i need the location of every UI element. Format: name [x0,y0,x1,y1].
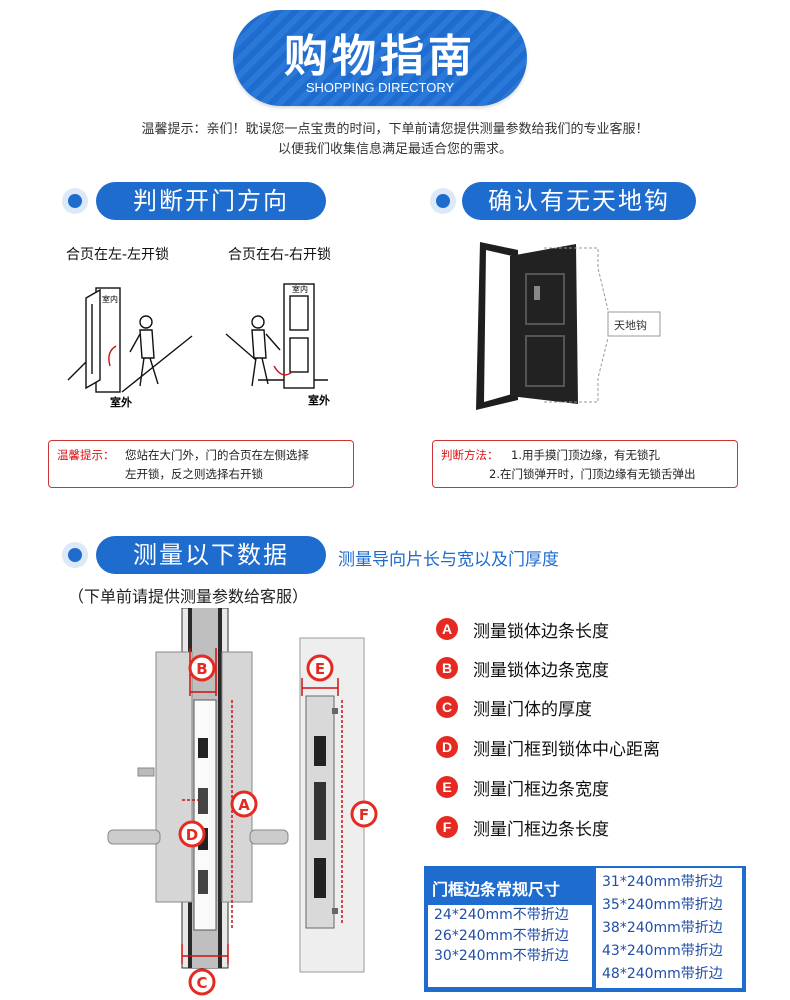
marker-c: C [196,974,207,992]
door-direction-tip: 温馨提示： 您站在大门外，门的合页在左侧选择 左开锁，反之则选择右开锁 [48,440,354,488]
outdoor-label-right: 室外 [308,393,330,407]
measure-note: （下单前请提供测量参数给客服） [68,587,309,606]
tip-line-2: 左开锁，反之则选择右开锁 [125,467,263,481]
door-direction-illustration: 室内 室内 室外 室外 [67,283,330,409]
spec-right-row: 43*240mm带折边 [602,943,723,959]
spec-title: 门框边条常规尺寸 [432,880,561,899]
badge-f: F [436,816,458,838]
section-title-measure: 测量以下数据 [96,536,326,574]
spec-right-row: 31*240mm带折边 [602,874,723,890]
method-line-1: 1.用手摸门顶边缘，有无锁孔 [511,448,660,462]
marker-e: E [315,660,325,678]
section-title-door-direction: 判断开门方向 [96,182,326,220]
door-hook-illustration: 天地钩 [476,242,661,410]
notice-line-1: 温馨提示：亲们！耽误您一点宝贵的时间，下单前请您提供测量参数给我们的专业客服！ [141,122,649,137]
hook-label: 天地钩 [614,318,647,332]
banner-title: 购物指南 [284,31,476,82]
spec-left-column: 24*240mm不带折边 26*240mm不带折边 30*240mm不带折边 [428,905,592,987]
measure-label-d: 测量门框到锁体中心距离 [473,740,660,760]
badge-e: E [436,776,458,798]
badge-b: B [436,657,458,679]
marker-f: F [359,806,369,824]
bullet-icon [62,188,88,214]
indoor-label-right: 室内 [292,284,308,294]
frame-strip-spec-table: 门框边条常规尺寸 24*240mm不带折边 26*240mm不带折边 30*24… [424,866,746,992]
bullet-icon [62,542,88,568]
badge-a: A [436,618,458,640]
header-banner: 购物指南 SHOPPING DIRECTORY [233,10,527,106]
spec-left-row: 30*240mm不带折边 [434,948,569,964]
method-line-2: 2.在门锁弹开时，门顶边缘有无锁舌弹出 [489,467,696,481]
hook-check-tip: 判断方法： 1.用手摸门顶边缘，有无锁孔 2.在门锁弹开时，门顶边缘有无锁舌弹出 [432,440,738,488]
spec-right-row: 38*240mm带折边 [602,920,723,936]
measure-label-c: 测量门体的厚度 [473,700,592,720]
method-label: 判断方法： [441,448,499,462]
badge-c: C [436,696,458,718]
marker-d: D [186,826,198,844]
lock-measure-diagram: B A D C E F [107,608,378,996]
measure-label-e: 测量门框边条宽度 [473,780,609,800]
caption-right-hinge: 合页在右-右开锁 [228,247,332,263]
notice-line-2: 以便我们收集信息满足最适合您的需求。 [277,142,512,157]
spec-right-row: 48*240mm带折边 [602,966,723,982]
spec-right-row: 35*240mm带折边 [602,897,723,913]
caption-left-hinge: 合页在左-左开锁 [66,247,170,263]
measure-subtitle: 测量导向片长与宽以及门厚度 [338,550,559,570]
badge-d: D [436,736,458,758]
tip-line-1: 您站在大门外，门的合页在左侧选择 [125,448,309,462]
bullet-icon [430,188,456,214]
spec-left-row: 26*240mm不带折边 [434,927,569,944]
spec-right-column: 31*240mm带折边 35*240mm带折边 38*240mm带折边 43*2… [596,868,742,988]
measure-label-b: 测量锁体边条宽度 [473,661,609,681]
outdoor-label-left: 室外 [110,395,132,409]
section-title-hook-check: 确认有无天地钩 [462,182,696,220]
indoor-label-left: 室内 [102,294,118,304]
spec-left-row: 24*240mm不带折边 [434,907,569,923]
marker-b: B [196,660,207,678]
marker-a: A [238,796,250,814]
banner-subtitle: SHOPPING DIRECTORY [305,80,455,95]
tip-label: 温馨提示： [57,448,115,462]
measure-label-a: 测量锁体边条长度 [473,622,609,642]
measure-label-f: 测量门框边条长度 [473,820,609,840]
